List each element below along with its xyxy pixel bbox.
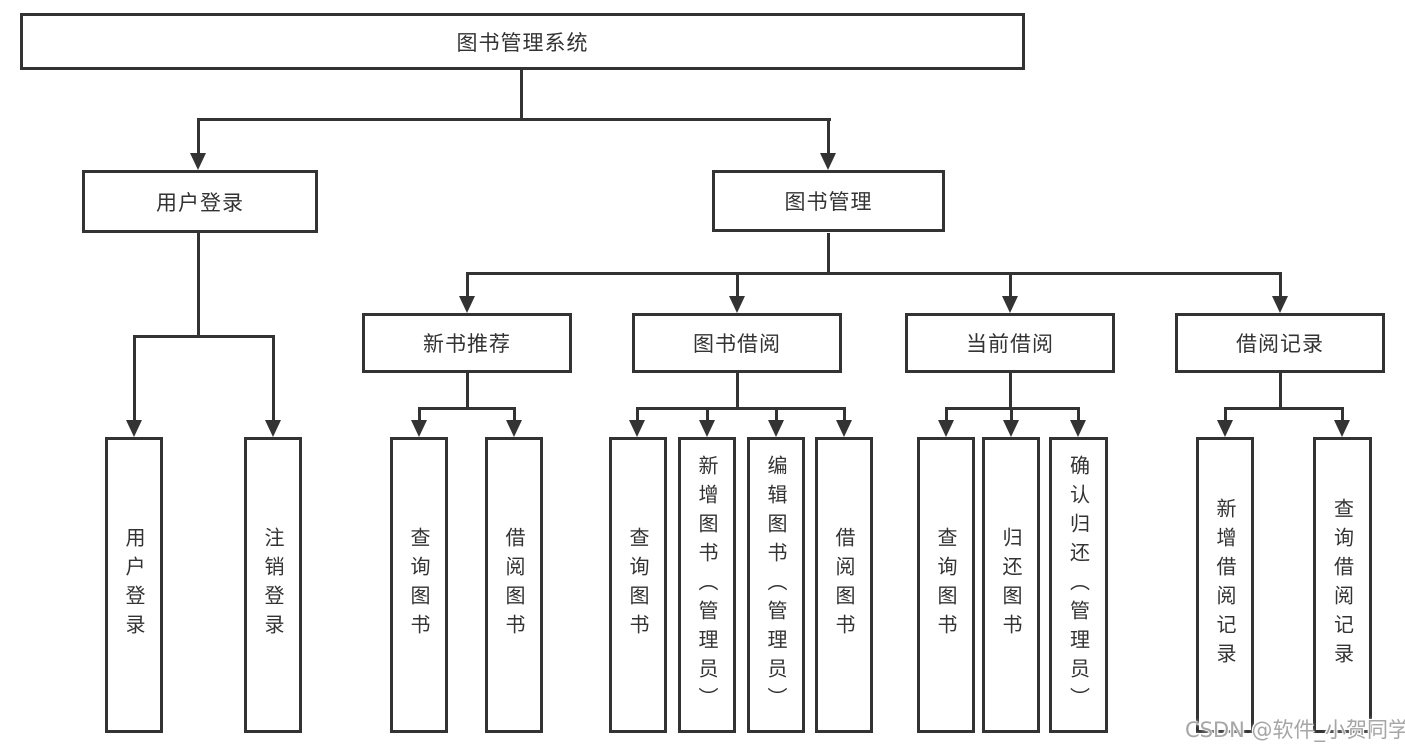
node-book-borrowing-label: 图书借阅 [693, 332, 781, 356]
connector-root-stem [520, 70, 523, 118]
arrow-down-icon [820, 153, 836, 170]
node-borrowing-records: 借阅记录 [1175, 313, 1385, 373]
connector-book-management-stem [827, 233, 830, 272]
connector-stem-leaf [1077, 407, 1080, 420]
leaf-edit-book-admin: 编辑图书（管理员） [747, 437, 805, 733]
leaf-user-login: 用户登录 [105, 437, 163, 733]
leaf-query-borrow-record-label: 查询借阅记录 [1330, 498, 1355, 672]
connector-stem-level3 [736, 272, 739, 296]
leaf-confirm-return-admin: 确认归还（管理员） [1049, 437, 1108, 733]
connector-stem-leaf [418, 407, 421, 420]
leaf-query-books-current: 查询图书 [917, 437, 975, 733]
arrow-down-icon [506, 420, 522, 437]
connector-stem-leaf [775, 407, 778, 420]
leaf-logout: 注销登录 [244, 437, 302, 733]
arrow-down-icon [1272, 296, 1288, 313]
arrow-down-icon [938, 420, 954, 437]
leaf-add-borrow-record-label: 新增借阅记录 [1213, 498, 1237, 672]
connector-stem-level3 [466, 272, 469, 296]
leaf-user-login-label: 用户登录 [122, 527, 146, 643]
connector-stem-leaf [133, 335, 136, 420]
connector-stem-leaf [513, 407, 516, 420]
node-book-management: 图书管理 [712, 170, 945, 232]
arrow-down-icon [1002, 296, 1018, 313]
connector-stem-leaf [272, 335, 275, 420]
connector-stem-leaf [1341, 407, 1344, 420]
node-user-login: 用户登录 [82, 170, 318, 233]
node-new-book-recommend: 新书推荐 [362, 313, 572, 373]
arrow-down-icon [629, 420, 645, 437]
connector-stem-leaf [843, 407, 846, 420]
arrow-down-icon [836, 420, 852, 437]
leaf-query-books-recommend: 查询图书 [390, 437, 448, 733]
leaf-borrow-books-recommend-label: 借阅图书 [502, 527, 526, 643]
connector-stem-level3 [1279, 272, 1282, 296]
arrow-down-icon [1334, 420, 1350, 437]
connector-book-management-branch [466, 272, 1282, 275]
connector-root-branch [197, 118, 831, 121]
connector-stem-leaf [1010, 407, 1013, 420]
arrow-down-icon [1217, 420, 1233, 437]
csdn-watermark: CSDN @软件_小贺同学 [1185, 718, 1405, 742]
node-book-borrowing: 图书借阅 [632, 313, 842, 373]
node-current-borrowing: 当前借阅 [905, 313, 1115, 373]
connector-borrowing-branch [636, 407, 846, 410]
connector-user-login-branch [133, 335, 275, 338]
leaf-borrow-books-borrowing: 借阅图书 [815, 437, 873, 733]
connector-stem-leaf [945, 407, 948, 420]
arrow-down-icon [1003, 420, 1019, 437]
leaf-query-books-borrowing: 查询图书 [609, 437, 667, 733]
connector-stem-leaf [1224, 407, 1227, 420]
arrow-down-icon [265, 420, 281, 437]
arrow-down-icon [1070, 420, 1086, 437]
connector-stem-leaf [706, 407, 709, 420]
arrow-down-icon [459, 296, 475, 313]
node-new-book-recommend-label: 新书推荐 [423, 332, 511, 356]
arrow-down-icon [190, 153, 206, 170]
leaf-return-book-label: 归还图书 [999, 527, 1023, 643]
connector-user-login-stem [197, 233, 200, 335]
connector-current-stem [1009, 373, 1012, 407]
connector-stem-book-management [827, 118, 830, 156]
leaf-return-book: 归还图书 [982, 437, 1040, 733]
arrow-down-icon [411, 420, 427, 437]
connector-recommend-branch [418, 407, 516, 410]
leaf-borrow-books-recommend: 借阅图书 [485, 437, 543, 733]
leaf-query-books-recommend-label: 查询图书 [407, 527, 431, 643]
connector-records-branch [1224, 407, 1343, 410]
arrow-down-icon [126, 420, 142, 437]
connector-recommend-stem [466, 373, 469, 407]
node-root: 图书管理系统 [20, 13, 1025, 70]
arrow-down-icon [768, 420, 784, 437]
leaf-add-borrow-record: 新增借阅记录 [1196, 437, 1254, 733]
arrow-down-icon [699, 420, 715, 437]
leaf-add-book-admin-label: 新增图书（管理员） [695, 454, 719, 716]
connector-borrowing-stem [736, 373, 739, 407]
leaf-query-borrow-record: 查询借阅记录 [1313, 437, 1372, 733]
leaf-add-book-admin: 新增图书（管理员） [678, 437, 736, 733]
connector-records-stem [1279, 373, 1282, 407]
node-user-login-label: 用户登录 [156, 190, 244, 215]
leaf-borrow-books-borrowing-label: 借阅图书 [832, 527, 856, 643]
leaf-query-books-current-label: 查询图书 [934, 527, 958, 643]
leaf-logout-label: 注销登录 [261, 527, 285, 643]
leaf-confirm-return-admin-label: 确认归还（管理员） [1066, 454, 1091, 716]
leaf-query-books-borrowing-label: 查询图书 [626, 527, 650, 643]
connector-stem-user-login [197, 118, 200, 156]
connector-stem-leaf [636, 407, 639, 420]
arrow-down-icon [729, 296, 745, 313]
connector-stem-level3 [1009, 272, 1012, 296]
leaf-edit-book-admin-label: 编辑图书（管理员） [764, 454, 788, 716]
node-root-label: 图书管理系统 [456, 30, 589, 55]
node-borrowing-records-label: 借阅记录 [1236, 332, 1324, 356]
node-current-borrowing-label: 当前借阅 [966, 332, 1054, 356]
node-book-management-label: 图书管理 [784, 190, 873, 214]
